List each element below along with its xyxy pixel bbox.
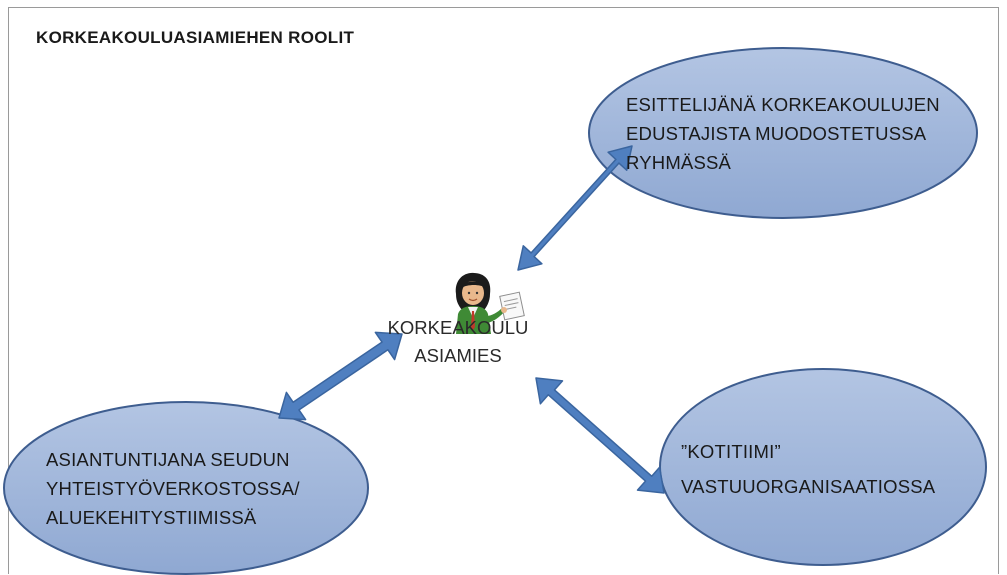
diagram-title: KORKEAKOULUASIAMIEHEN ROOLIT [36,28,355,47]
double-arrow-icon [535,377,665,494]
role-text-top-right: ESITTELIJÄNÄ KORKEAKOULUJEN EDUSTAJISTA … [626,90,940,177]
double-arrow-icon [517,145,633,271]
role-text-line: ASIANTUNTIJANA SEUDUN [46,449,290,470]
role-text-line: RYHMÄSSÄ [626,152,732,173]
diagram-frame [8,7,999,574]
role-text-bottom-right: ”KOTITIIMI” VASTUUORGANISAATIOSSA [681,437,935,501]
center-label-line-2: ASIAMIES [414,345,502,366]
role-text-line: EDUSTAJISTA MUODOSTETUSSA [626,123,927,144]
double-arrow-icon [278,331,403,421]
role-ellipse-bottom-left [3,401,369,575]
role-ellipse-top-right [588,47,978,219]
center-label-line-1: KORKEAKOULU [387,317,529,338]
role-text-line: ALUEKEHITYSTIIMISSÄ [46,507,257,528]
center-label: KORKEAKOULU ASIAMIES [378,314,538,370]
person-icon [455,272,525,334]
role-text-line: ESITTELIJÄNÄ KORKEAKOULUJEN [626,94,940,115]
role-text-line: YHTEISTYÖVERKOSTOSSA/ [46,478,300,499]
role-text-line: VASTUUORGANISAATIOSSA [681,476,936,497]
role-text-line: ”KOTITIIMI” [681,441,781,462]
role-text-bottom-left: ASIANTUNTIJANA SEUDUN YHTEISTYÖVERKOSTOS… [46,445,300,532]
